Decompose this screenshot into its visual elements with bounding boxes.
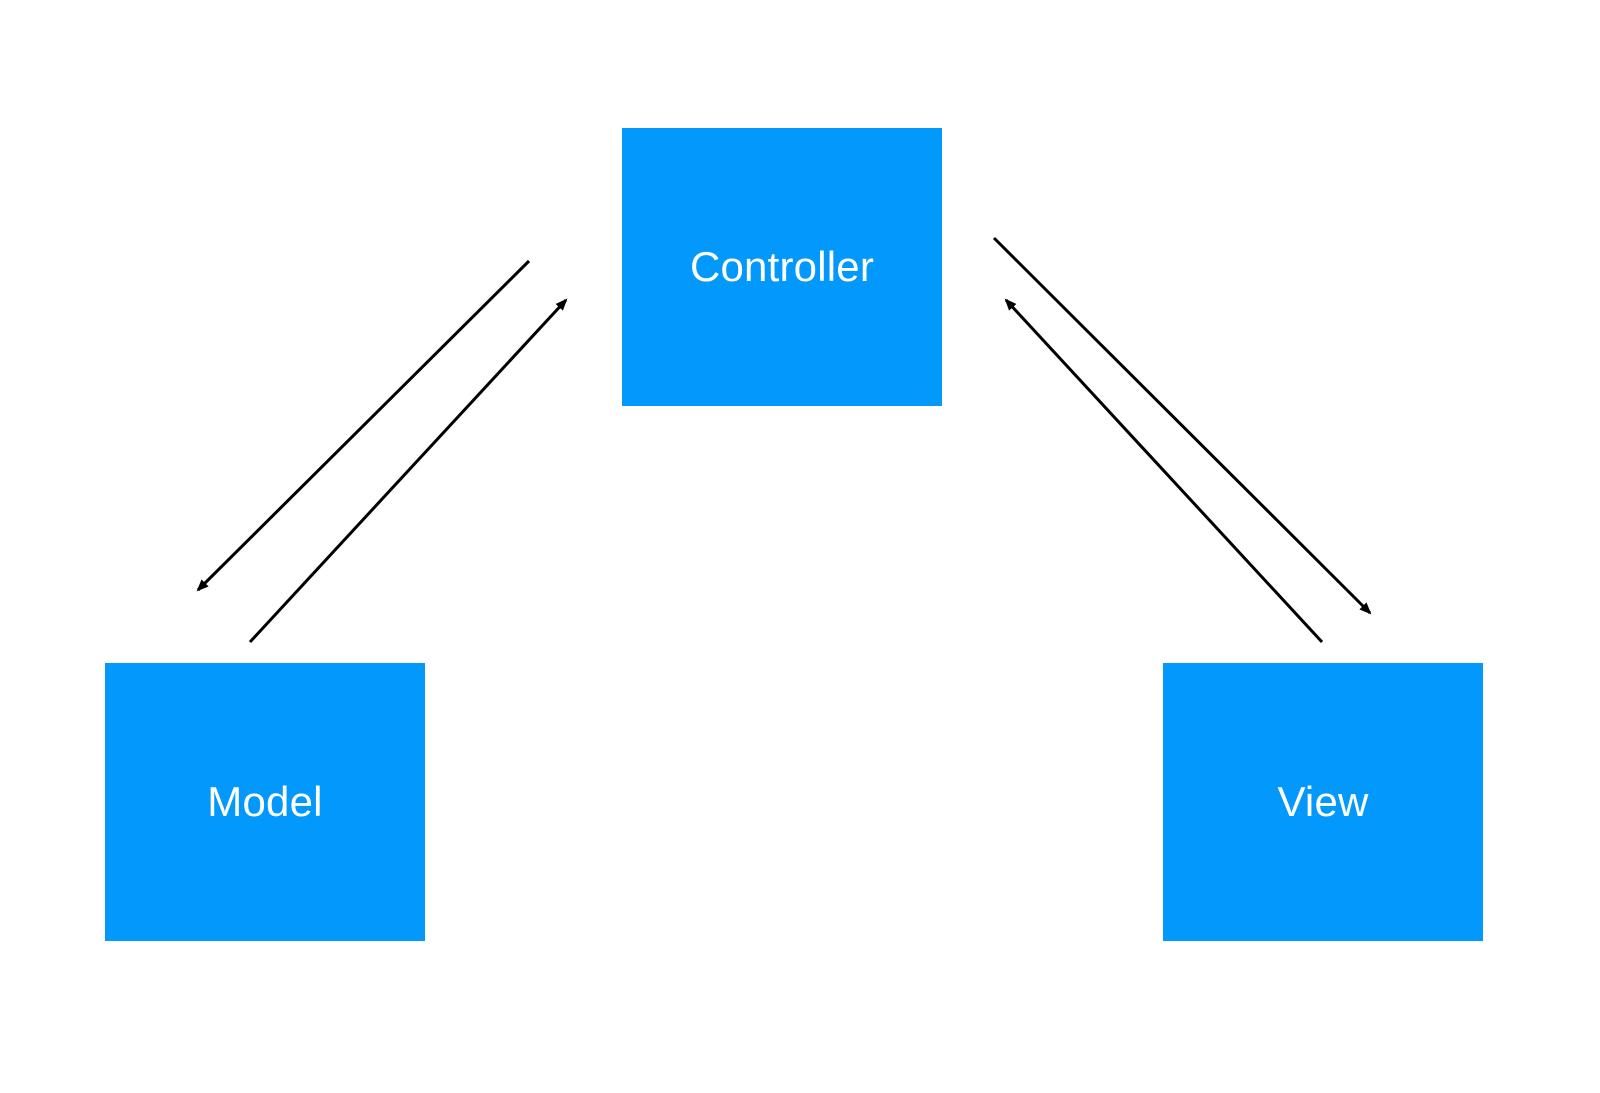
controller-box: Controller (622, 128, 942, 406)
arrow-controller-to-view (992, 236, 1372, 615)
model-label: Model (207, 778, 323, 825)
controller-label: Controller (689, 243, 875, 290)
arrow-view-to-controller (1004, 298, 1324, 644)
model-box: Model (105, 663, 425, 941)
arrow-controller-to-model (196, 259, 531, 592)
arrow-model-to-controller (248, 298, 568, 644)
view-label: View (1277, 778, 1369, 825)
view-box: View (1163, 663, 1483, 941)
